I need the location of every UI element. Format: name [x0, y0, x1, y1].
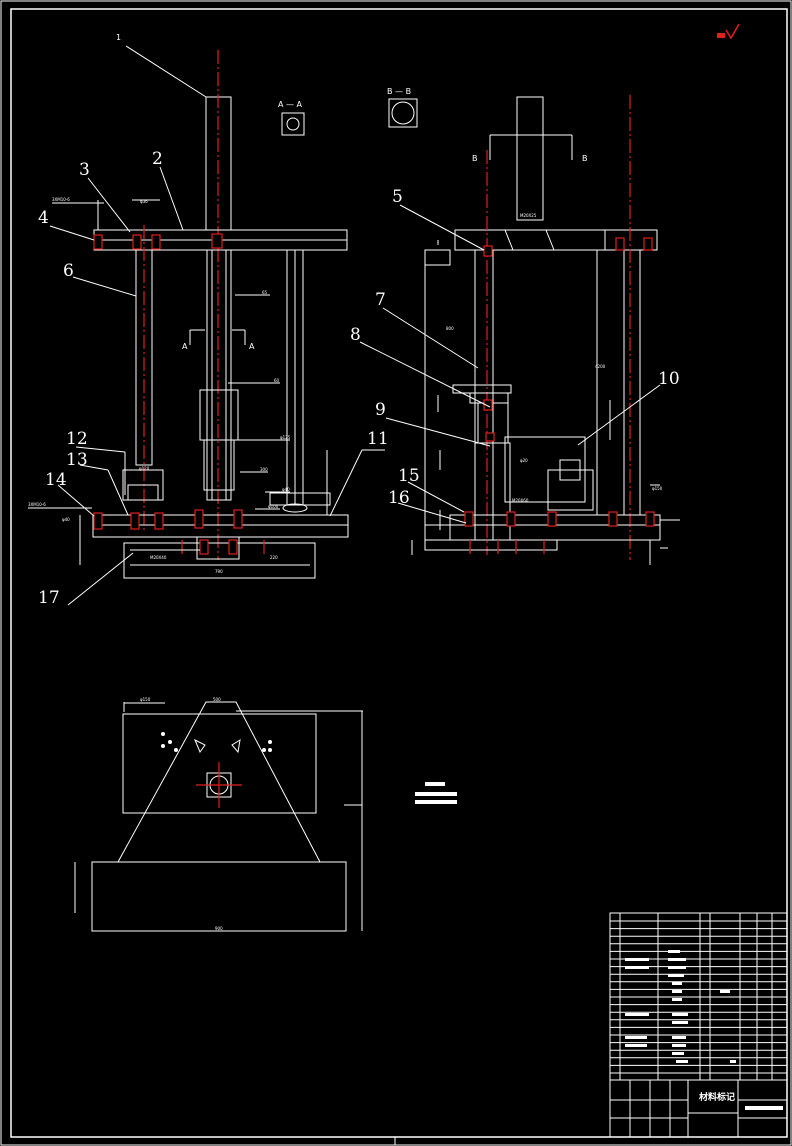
notes-block: [415, 782, 457, 804]
section-b-title: B — B: [387, 87, 411, 96]
front-view: 3XM10-6 3XM10-6 φ36 65 60 φ125 300 φ40 φ…: [28, 50, 349, 579]
parts-cell-text: [625, 958, 649, 961]
parts-cell-text: [672, 1052, 684, 1055]
svg-text:220: 220: [270, 555, 278, 560]
part-label-7: 7: [375, 290, 386, 310]
cut-b-left: B: [472, 154, 478, 163]
svg-text:800: 800: [446, 326, 454, 331]
part-label-13: 13: [66, 450, 88, 470]
cut-b-right: B: [582, 154, 588, 163]
parts-cell-text: [668, 950, 680, 953]
svg-text:φ40: φ40: [62, 517, 70, 522]
part-label-9: 9: [375, 400, 386, 420]
leaders-side: [359, 204, 661, 524]
parts-cell-text: [668, 958, 686, 961]
svg-text:M20X25: M20X25: [520, 213, 537, 218]
svg-text:φ150: φ150: [140, 697, 151, 702]
cut-a-left: A: [182, 342, 188, 351]
part-label-3: 3: [79, 160, 90, 180]
svg-text:M20X60: M20X60: [512, 498, 529, 503]
parts-cell-text: [672, 998, 682, 1001]
svg-text:φ40: φ40: [282, 487, 290, 492]
part-label-17: 17: [38, 588, 60, 608]
parts-cell-text: [672, 982, 682, 985]
parts-list-table: 材料标记: [609, 912, 788, 1138]
svg-text:3XM10-6: 3XM10-6: [52, 197, 70, 202]
svg-text:790: 790: [215, 569, 223, 574]
part-label-11: 11: [367, 429, 389, 449]
section-markers: [281, 98, 418, 136]
svg-text:60: 60: [274, 378, 280, 383]
parts-cell-text: [625, 1036, 647, 1039]
inner-border: [10, 8, 788, 1138]
svg-text:M20X40: M20X40: [150, 555, 167, 560]
svg-text:φ150: φ150: [652, 486, 663, 491]
part-label-14: 14: [45, 470, 67, 490]
svg-text:φ20: φ20: [520, 458, 528, 463]
part-labels: 1 2 3 4 5 6 7 8 9 10 11 12 13 14 15 16 1…: [38, 33, 680, 608]
title-block-material-label: 材料标记: [698, 1091, 735, 1103]
part-label-4: 4: [38, 208, 49, 228]
parts-cell-text: [730, 1060, 736, 1063]
svg-text:φ120: φ120: [139, 466, 150, 471]
part-label-12: 12: [66, 429, 88, 449]
svg-text:4200: 4200: [595, 364, 606, 369]
parts-cell-text: [720, 990, 730, 993]
parts-cell-text: [625, 966, 649, 969]
parts-cell-text: [668, 974, 684, 977]
part-label-1: 1: [116, 33, 121, 42]
part-label-15: 15: [398, 466, 420, 486]
svg-text:65: 65: [262, 290, 268, 295]
svg-text:φ36: φ36: [140, 199, 148, 204]
svg-text:300: 300: [260, 467, 268, 472]
part-label-8: 8: [350, 325, 361, 345]
side-view: M20X25 φ20 M20X60 4200 φ150 800: [411, 95, 680, 565]
svg-text:φ100: φ100: [268, 504, 279, 509]
parts-cell-text: [625, 1013, 649, 1016]
parts-cell-text: [676, 1060, 688, 1063]
svg-text:900: 900: [215, 926, 223, 931]
part-label-6: 6: [63, 261, 74, 281]
parts-cell-text: [672, 1036, 686, 1039]
cut-a-right: A: [249, 342, 255, 351]
parts-cell-text: [672, 1013, 688, 1016]
section-labels: A — A B — B A A B B: [182, 87, 588, 351]
svg-text:3XM10-6: 3XM10-6: [28, 502, 46, 507]
parts-cell-text: [672, 1021, 688, 1024]
svg-text:500: 500: [213, 697, 221, 702]
part-label-5: 5: [392, 187, 403, 207]
section-a-title: A — A: [278, 100, 303, 109]
leaders-front: [49, 45, 385, 606]
part-label-10: 10: [658, 369, 680, 389]
parts-cell-text: [668, 966, 686, 969]
parts-cell-text: [672, 990, 682, 993]
revision-mark-icon: [717, 23, 740, 40]
part-label-16: 16: [388, 488, 410, 508]
svg-text:φ125: φ125: [280, 435, 291, 440]
plan-view: φ150 500 900: [74, 697, 363, 932]
parts-cell-text: [625, 1044, 647, 1047]
parts-cell-text: [672, 1044, 686, 1047]
part-label-2: 2: [152, 149, 163, 169]
